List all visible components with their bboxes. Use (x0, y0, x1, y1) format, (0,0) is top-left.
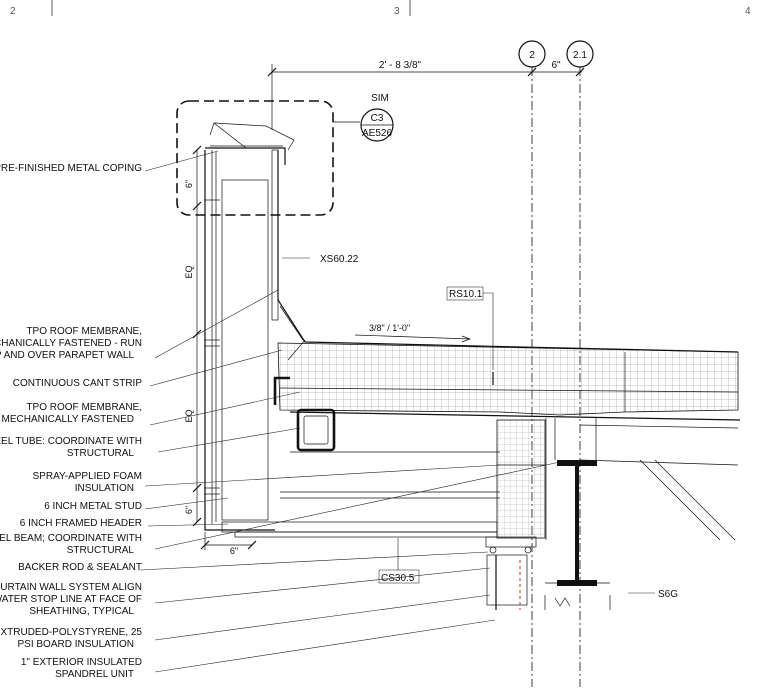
note-line: 3" EXTRUDED-POLYSTYRENE, 25 (0, 627, 142, 638)
column-marker-2: 2 (10, 6, 16, 17)
dim-eq-upper: EQ (184, 265, 194, 278)
tag-cs305: CS30.5 (381, 573, 415, 584)
leader-line (147, 523, 229, 527)
note-line: TPO ROOF MEMBRANE, (26, 326, 142, 337)
leader-line (144, 497, 229, 510)
tag-xs6022: XS60.22 (320, 254, 359, 265)
note-line: WATER STOP LINE AT FACE OF (0, 594, 142, 605)
detail-callout: SIM C3 AE526 (176, 93, 394, 216)
slope-label: 3/8" / 1'-0" (369, 323, 410, 333)
slope-indicator: 3/8" / 1'-0" (354, 323, 471, 343)
grid-bubble-2-1-label: 2.1 (573, 50, 587, 61)
note-line: BACKER ROD & SEALANT (18, 562, 142, 573)
top-dimension: 2' - 8 3/8" 6" (267, 60, 585, 130)
note-line: SPRAY-APPLIED FOAM (33, 471, 142, 482)
reference-tags: XS60.22 RS10.1 CS30.5 S6G (282, 254, 678, 600)
note-line: UP AND OVER PARAPET WALL (0, 350, 134, 361)
leader-line (157, 427, 301, 453)
framed-header (221, 521, 537, 554)
dim-bottom: 6" (230, 546, 238, 556)
side-dimensions: 6" EQ EQ 6" 6" (184, 145, 257, 556)
roof-deck (273, 376, 741, 541)
note-line: MECHANICALLY FASTENED - RUN (0, 338, 142, 349)
note-line: 1" EXTERIOR INSULATED (21, 657, 142, 668)
leader-line (139, 551, 489, 571)
note-line: 6 INCH FRAMED HEADER (20, 518, 142, 529)
note-line: TPO ROOF MEMBRANE, (26, 402, 142, 413)
leader-line (149, 349, 283, 387)
callout-sim: SIM (371, 93, 389, 104)
dim-eq-lower: EQ (184, 409, 194, 422)
note-line: MECHANICALLY FASTENED (2, 414, 134, 425)
note-label: BACKER ROD & SEALANT (18, 562, 142, 573)
leader-line (154, 461, 561, 550)
note-label: 6 INCH METAL STUD (44, 501, 142, 512)
note-line: STEEL TUBE: COORDINATE WITH (0, 436, 142, 447)
note-line: STEEL BEAM; COORDINATE WITH (0, 533, 142, 544)
column-marker-4: 4 (745, 6, 751, 17)
note-label: TPO ROOF MEMBRANE,MECHANICALLY FASTENED (2, 402, 142, 425)
note-label: TPO ROOF MEMBRANE,MECHANICALLY FASTENED … (0, 326, 142, 361)
column-header: 2 3 4 (10, 0, 751, 17)
note-line: STRUCTURAL (67, 448, 135, 459)
spray-foam (496, 419, 546, 539)
note-line: PSI BOARD INSULATION (17, 639, 134, 650)
callout-sheet: AE526 (362, 128, 392, 139)
note-line: SHEATHING, TYPICAL (29, 606, 134, 617)
note-line: 6 INCH METAL STUD (44, 501, 142, 512)
note-line: SPANDREL UNIT (55, 669, 134, 680)
grid-bubble-2-label: 2 (529, 50, 535, 61)
leader-line (154, 594, 491, 641)
leader-line (144, 464, 501, 487)
roof-insulation (277, 342, 739, 416)
note-line: PRE-FINISHED METAL COPING (0, 163, 142, 174)
dim-lower: 6" (184, 506, 194, 514)
callout-detail: C3 (371, 113, 384, 124)
leader-line (154, 289, 279, 359)
column-marker-3: 3 (394, 6, 400, 17)
grid-bubble-2 (518, 40, 546, 68)
tag-s6g: S6G (658, 589, 678, 600)
grid-bubble-2-1 (566, 40, 594, 68)
note-label: CONTINUOUS CANT STRIP (13, 378, 143, 389)
parapet (204, 122, 295, 531)
note-line: INSULATION (75, 483, 134, 494)
tag-rs101: RS10.1 (449, 289, 483, 300)
note-label: PRE-FINISHED METAL COPING (0, 163, 142, 174)
dimension-overall: 2' - 8 3/8" (379, 60, 422, 71)
dim-parapet-top: 6" (184, 180, 194, 188)
steel-tube (296, 408, 336, 452)
metal-coping (205, 147, 286, 165)
leader-line (154, 619, 496, 673)
note-labels: PRE-FINISHED METAL COPING TPO ROOF MEMBRA… (0, 163, 142, 680)
note-line: STRUCTURAL (67, 545, 135, 556)
dimension-grid: 6" (551, 60, 561, 71)
curtain-wall (486, 554, 610, 610)
note-line: CURTAIN WALL SYSTEM ALIGN (0, 582, 142, 593)
steel-beam (544, 418, 611, 610)
leader-line (154, 567, 491, 604)
note-label: 6 INCH FRAMED HEADER (20, 518, 142, 529)
leader-line (149, 391, 301, 426)
leader-lines (139, 150, 561, 673)
leader-line (144, 150, 219, 172)
note-line: CONTINUOUS CANT STRIP (13, 378, 143, 389)
